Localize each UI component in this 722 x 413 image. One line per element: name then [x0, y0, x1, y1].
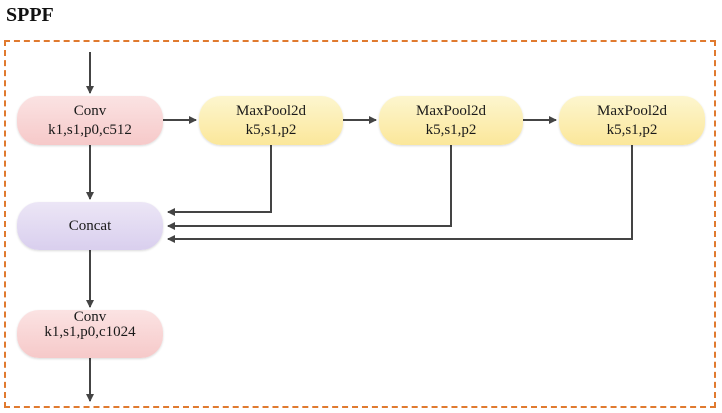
concat-node: Concat [17, 202, 163, 250]
conv-top-label: Conv [73, 102, 107, 119]
maxpool-node-1: MaxPool2d k5,s1,p2 [199, 96, 343, 145]
conv-node-bottom: Conv k1,s1,p0,c1024 [17, 310, 163, 358]
maxpool-1-params: k5,s1,p2 [245, 121, 297, 138]
diagram-title: SPPF [6, 4, 54, 26]
maxpool-3-params: k5,s1,p2 [606, 121, 658, 138]
maxpool-2-label: MaxPool2d [415, 102, 486, 119]
maxpool-1-label: MaxPool2d [235, 102, 306, 119]
maxpool-node-2: MaxPool2d k5,s1,p2 [379, 96, 523, 145]
arrow-maxpool-1-to-concat [167, 145, 272, 216]
concat-label: Concat [68, 217, 112, 234]
arrow-maxpool-2-to-concat [167, 145, 452, 230]
maxpool-node-3: MaxPool2d k5,s1,p2 [559, 96, 705, 145]
sppf-frame [4, 40, 716, 408]
conv-node-top: Conv k1,s1,p0,c512 [17, 96, 163, 145]
conv-bottom-params: k1,s1,p0,c1024 [44, 324, 136, 340]
maxpool-3-label: MaxPool2d [596, 102, 667, 119]
conv-top-params: k1,s1,p0,c512 [48, 121, 132, 138]
maxpool-2-params: k5,s1,p2 [425, 121, 477, 138]
arrow-maxpool-3-to-concat [167, 145, 633, 243]
conv-bottom-label: Conv [73, 309, 107, 325]
